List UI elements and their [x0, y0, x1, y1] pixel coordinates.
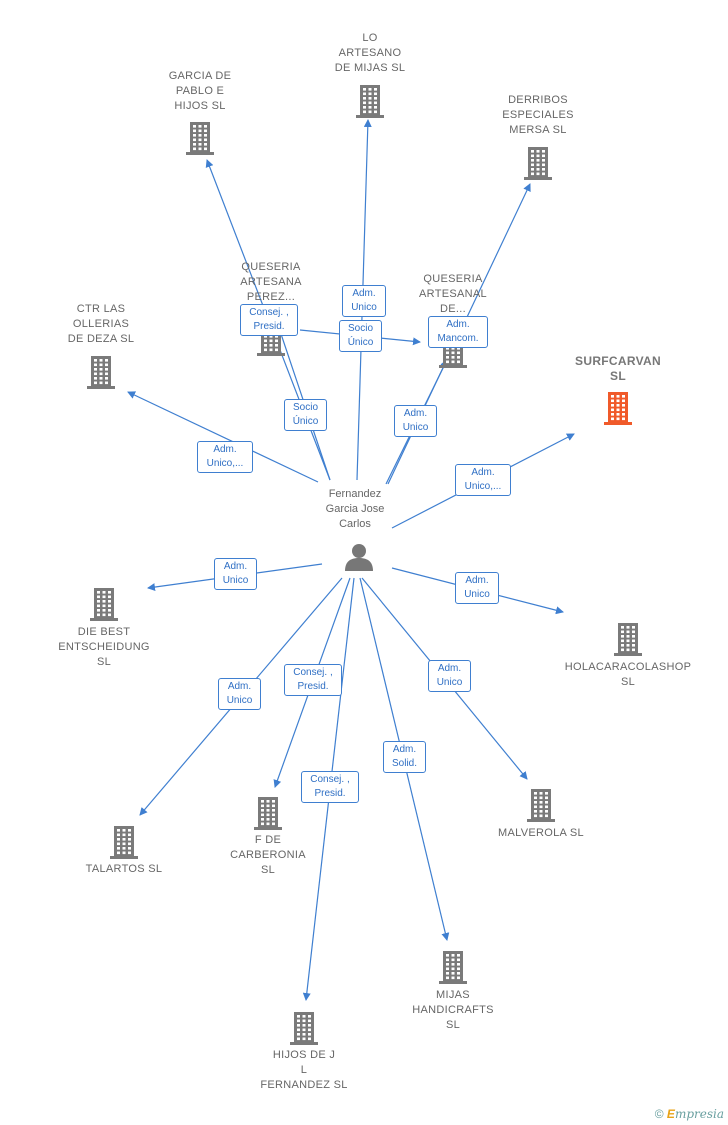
company-label-die-best[interactable]: DIE BEST ENTSCHEIDUNG SL [58, 626, 150, 668]
company-building-icon[interactable] [109, 825, 139, 859]
relation-edge [127, 391, 319, 483]
role-label: Socio Único [284, 399, 327, 431]
company-building-icon[interactable] [438, 950, 468, 984]
role-label: Adm. Unico [455, 572, 499, 604]
company-label-ctr[interactable]: CTR LAS OLLERIAS DE DEZA SL [67, 303, 135, 345]
company-label-talartos[interactable]: TALARTOS SL [85, 863, 163, 875]
brand-initial: E [666, 1107, 675, 1121]
role-label: Adm. Unico [428, 660, 471, 692]
role-label: Adm. Unico [214, 558, 257, 590]
company-label-garcia-de-pablo[interactable]: GARCIA DE PABLO E HIJOS SL [168, 70, 232, 112]
role-label: Adm. Solid. [383, 741, 426, 773]
copyright-symbol: © [654, 1107, 664, 1121]
company-building-icon[interactable] [89, 587, 119, 621]
company-building-icon[interactable] [253, 796, 283, 830]
brand-name: mpresia [674, 1107, 724, 1121]
company-label-derribos[interactable]: DERRIBOS ESPECIALES MERSA SL [502, 94, 574, 136]
company-building-icon[interactable] [603, 391, 633, 425]
company-label-queseria-perez[interactable]: QUESERIA ARTESANA PEREZ... [240, 261, 302, 303]
company-label-holacaracola[interactable]: HOLACARACOLASHOP SL [564, 661, 692, 688]
role-label: Consej. , Presid. [240, 304, 298, 336]
role-label: Adm. Unico [218, 678, 261, 710]
role-label: Adm. Unico [394, 405, 437, 437]
company-label-f-de-carberonia[interactable]: F DE CARBERONIA SL [230, 834, 306, 876]
role-label: Socio Único [339, 320, 382, 352]
role-label: Adm. Mancom. [428, 316, 488, 348]
person-label: Fernandez Garcia Jose Carlos [325, 488, 385, 530]
footer-brand: © Empresia [655, 1107, 724, 1121]
company-label-lo-artesano[interactable]: LO ARTESANO DE MIJAS SL [334, 32, 406, 74]
company-label-malverola[interactable]: MALVEROLA SL [498, 827, 584, 839]
person-icon[interactable] [343, 541, 375, 573]
company-building-icon[interactable] [355, 84, 385, 118]
company-label-hijos-de-jl[interactable]: HIJOS DE J L FERNANDEZ SL [260, 1049, 348, 1091]
role-label: Adm. Unico,... [197, 441, 253, 473]
company-building-icon[interactable] [523, 146, 553, 180]
company-label-mijas-handicrafts[interactable]: MIJAS HANDICRAFTS SL [412, 989, 494, 1031]
company-building-icon[interactable] [613, 622, 643, 656]
company-building-icon[interactable] [289, 1011, 319, 1045]
role-label: Adm. Unico,... [455, 464, 511, 496]
role-label: Consej. , Presid. [301, 771, 359, 803]
role-label: Adm. Unico [342, 285, 386, 317]
company-building-icon[interactable] [526, 788, 556, 822]
company-label-surfcarvan[interactable]: SURFCARVAN SL [575, 354, 661, 383]
company-label-queseria-de[interactable]: QUESERIA ARTESANAL DE... [419, 273, 487, 315]
company-building-icon[interactable] [86, 355, 116, 389]
role-label: Consej. , Presid. [284, 664, 342, 696]
company-building-icon[interactable] [185, 121, 215, 155]
